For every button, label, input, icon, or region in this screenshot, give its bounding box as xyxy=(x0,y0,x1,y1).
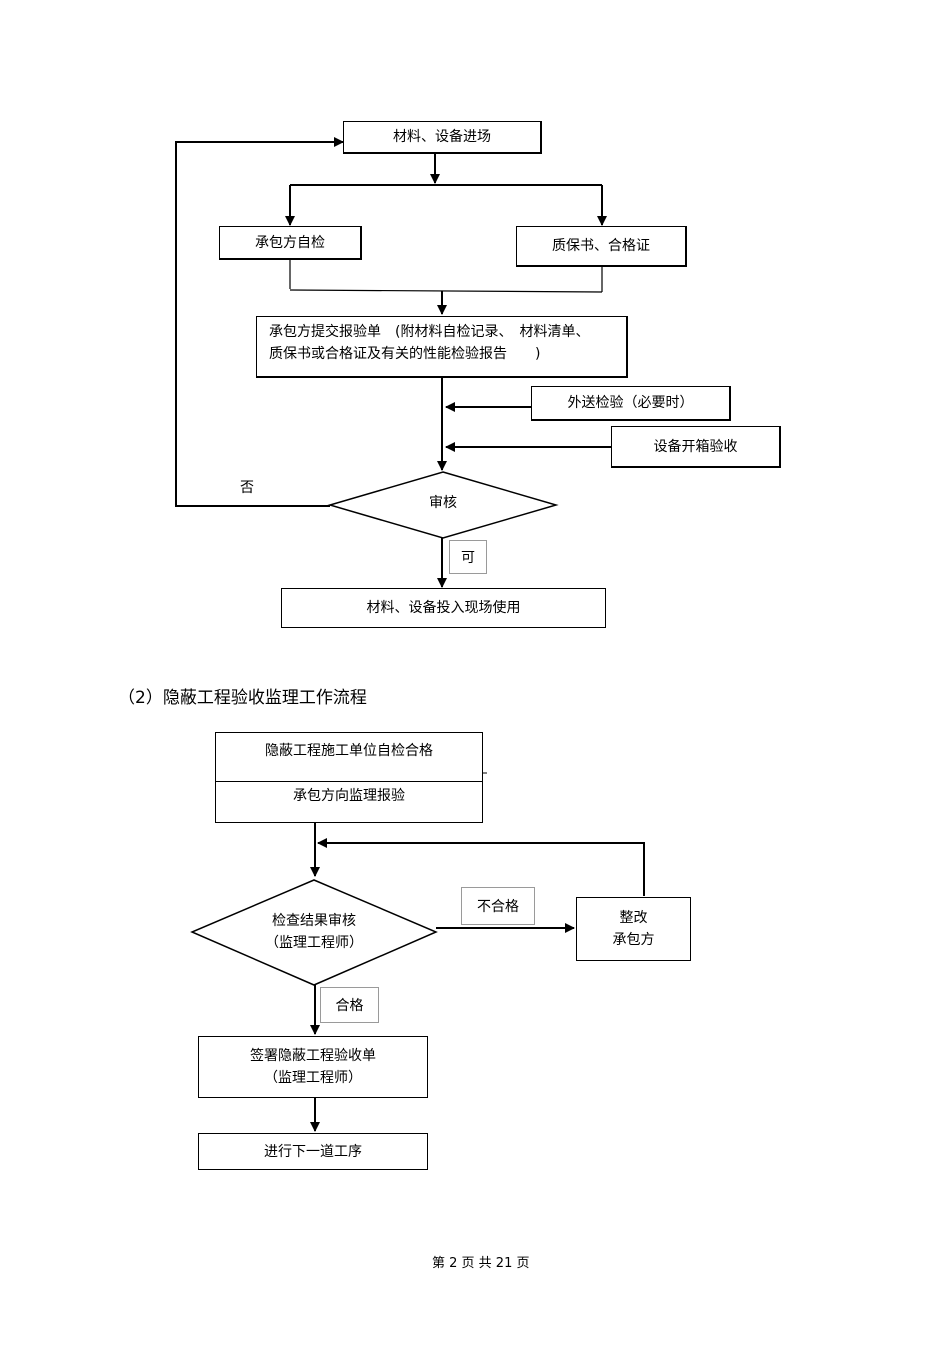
report-to-supervisor-label: 承包方向监理报验 xyxy=(293,788,405,804)
certificates-box: 质保书、合格证 xyxy=(516,226,687,267)
check-result-label: 检查结果审核 （监理工程师） xyxy=(265,913,363,951)
no-label: 否 xyxy=(240,480,254,496)
materials-in-use-box: 材料、设备投入现场使用 xyxy=(281,588,606,628)
sign-acceptance-box: 签署隐蔽工程验收单 （监理工程师） xyxy=(198,1036,428,1098)
self-check-passed-label: 隐蔽工程施工单位自检合格 xyxy=(216,733,482,782)
review-label: 审核 xyxy=(429,495,457,511)
rectify-box: 整改 承包方 xyxy=(576,897,691,961)
unpack-check-box: 设备开箱验收 xyxy=(611,426,781,468)
page-footer: 第 2 页 共 21 页 xyxy=(432,1256,530,1271)
inspection-request-box: 承包方提交报验单 (附材料自检记录、 材料清单、 质保书或合格证及有关的性能检验… xyxy=(256,316,628,378)
connector-reject-loop xyxy=(175,137,344,507)
yes-label: 可 xyxy=(449,540,487,574)
contractor-self-check-box: 承包方自检 xyxy=(219,226,362,260)
next-process-box: 进行下一道工序 xyxy=(198,1133,428,1170)
pass-label: 合格 xyxy=(320,987,379,1023)
inspection-request-line-2: 质保书或合格证及有关的性能检验报告 ) xyxy=(269,346,541,362)
section-heading: （2）隐蔽工程验收监理工作流程 xyxy=(118,688,367,708)
fail-label: 不合格 xyxy=(461,887,535,925)
connector-merge-horizontal xyxy=(289,289,603,293)
hidden-works-box: 隐蔽工程施工单位自检合格 承包方向监理报验 xyxy=(215,732,483,823)
review-diamond xyxy=(327,471,559,539)
check-diamond xyxy=(190,879,438,986)
external-test-box: 外送检验（必要时） xyxy=(531,386,731,421)
materials-arrival-box: 材料、设备进场 xyxy=(343,121,542,154)
inspection-request-line-1: 承包方提交报验单 (附材料自检记录、 材料清单、 xyxy=(269,324,590,340)
connector-rectify-loop xyxy=(317,838,645,896)
